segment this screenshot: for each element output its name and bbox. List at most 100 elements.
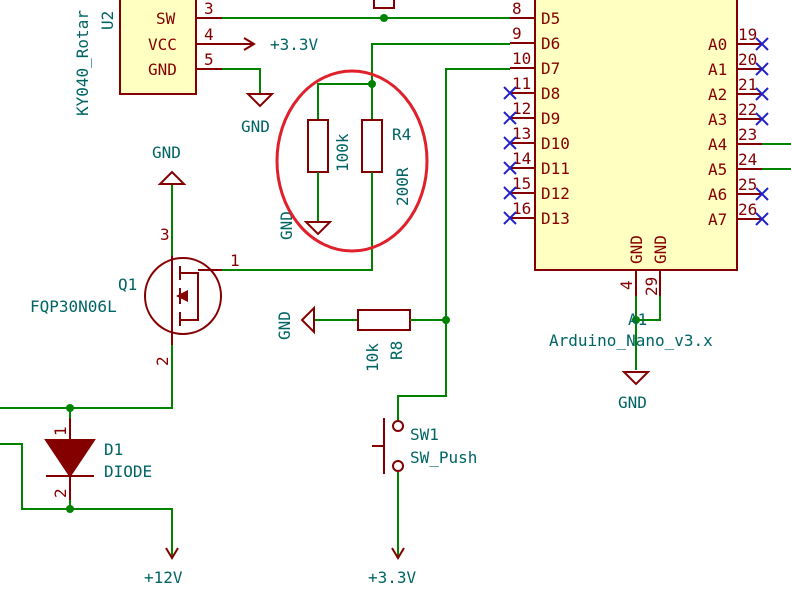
resistor-r8-value: 10k <box>363 343 382 372</box>
gnd-r8-label: GND <box>275 311 294 340</box>
no-connect-mark <box>503 111 517 125</box>
d1-ref: D1 <box>104 440 123 459</box>
u2-pin-name-gnd: GND <box>148 60 177 79</box>
q1-value: FQP30N06L <box>30 297 117 316</box>
no-connect-mark <box>503 86 517 100</box>
nano-pin-name-gnd-29: GND <box>651 235 670 264</box>
nano-body <box>534 0 738 271</box>
no-connect-mark <box>503 211 517 225</box>
nano-right-pin-num-26: 26 <box>738 200 757 219</box>
nano-left-pin-name-d8: D8 <box>541 84 560 103</box>
u2-encoder[interactable]: SW VCC GND 3 4 5 KY040_Rotar U2 <box>73 0 222 116</box>
gnd-r-label: GND <box>277 211 296 240</box>
d1-pin-2: 2 <box>51 488 70 498</box>
nano-right-pin-name-a1: A1 <box>708 60 727 79</box>
no-connect-mark <box>503 136 517 150</box>
no-connect-mark <box>503 161 517 175</box>
no-connect-mark <box>755 87 769 101</box>
nano-left-pin-num-8: 8 <box>512 0 522 18</box>
nano-right-pin-name-a5: A5 <box>708 160 727 179</box>
nano-left-pin-num-12: 12 <box>512 99 531 118</box>
nano-left-pin-num-16: 16 <box>512 199 531 218</box>
nano-right-pin-num-21: 21 <box>738 75 757 94</box>
gnd-q1-symbol: GND <box>152 143 187 185</box>
resistor-100k[interactable]: 100k <box>307 119 352 173</box>
nano-left-pin-num-9: 9 <box>512 24 522 43</box>
d1-pin-1: 1 <box>51 426 70 436</box>
nano-pin-num-29: 29 <box>642 277 661 296</box>
nano-bottom-pins: GND GND 4 29 <box>617 235 670 296</box>
nano-right-pin-num-20: 20 <box>738 50 757 69</box>
u2-pin-num-3: 3 <box>204 0 214 18</box>
resistor-r4-ref: R4 <box>392 125 411 144</box>
nano-right-pin-num-23: 23 <box>738 125 757 144</box>
q1-mosfet[interactable]: 3 1 2 Q1 FQP30N06L <box>30 225 240 366</box>
nano-ref: A1 <box>628 310 647 329</box>
gnd-u2-symbol: GND <box>222 68 275 136</box>
nano-left-pin-num-11: 11 <box>512 74 531 93</box>
nano-left-pin-name-d11: D11 <box>541 159 570 178</box>
arduino-nano[interactable] <box>534 0 738 271</box>
resistor-r4[interactable]: R4 200R <box>361 119 412 206</box>
resistor-100k-value: 100k <box>333 133 352 172</box>
no-connect-mark <box>755 62 769 76</box>
nano-right-pin-num-24: 24 <box>738 150 757 169</box>
nano-right-pin-num-25: 25 <box>738 175 757 194</box>
nano-right-pin-name-a4: A4 <box>708 135 727 154</box>
nano-left-pin-name-d12: D12 <box>541 184 570 203</box>
resistor-r8-body <box>357 309 411 331</box>
nano-pin-num-4: 4 <box>617 280 636 290</box>
nano-left-pin-num-13: 13 <box>512 124 531 143</box>
nano-right-pin-name-a6: A6 <box>708 185 727 204</box>
highlight-ellipse <box>275 69 429 253</box>
u2-pin-name-sw: SW <box>156 9 176 28</box>
nano-left-pin-name-d5: D5 <box>541 9 560 28</box>
gnd-nano-symbol: GND <box>618 371 651 412</box>
no-connect-mark <box>755 212 769 226</box>
nano-right-pin-num-19: 19 <box>738 25 757 44</box>
resistor-r4-body <box>361 119 383 173</box>
u2-ref: U2 <box>98 11 117 30</box>
no-connect-mark <box>755 187 769 201</box>
u2-value: KY040_Rotar <box>73 10 92 116</box>
u2-body <box>119 0 197 95</box>
no-connect-mark <box>755 112 769 126</box>
nano-right-pin-name-a7: A7 <box>708 210 727 229</box>
q1-ref: Q1 <box>118 275 137 294</box>
nano-right-pin-name-a0: A0 <box>708 35 727 54</box>
d1-diode[interactable]: 1 2 D1 DIODE <box>44 418 152 500</box>
gnd-nano-label: GND <box>618 393 647 412</box>
vcc-33v-top-label: +3.3V <box>270 35 319 54</box>
nano-left-pin-num-14: 14 <box>512 149 531 168</box>
u2-pin-name-vcc: VCC <box>148 35 177 54</box>
nano-right-pin-name-a2: A2 <box>708 85 727 104</box>
d1-value: DIODE <box>104 462 152 481</box>
vcc-33v-bottom-symbol: +3.3V <box>368 547 417 587</box>
sw1-push-button[interactable]: SW1 SW_Push <box>372 418 477 474</box>
u2-pin-num-4: 4 <box>204 25 214 44</box>
resistor-100k-body <box>307 119 329 173</box>
resistor-r8[interactable]: 10k R8 <box>357 309 411 372</box>
q1-pin-3: 3 <box>160 225 170 244</box>
no-connect-mark <box>503 186 517 200</box>
nano-left-pin-num-15: 15 <box>512 174 531 193</box>
gnd-u2-label: GND <box>241 117 270 136</box>
resistor-r4-value: 200R <box>393 167 412 206</box>
nano-value: Arduino_Nano_v3.x <box>549 331 713 350</box>
nano-left-pin-name-d6: D6 <box>541 34 560 53</box>
v12-label: +12V <box>144 568 183 587</box>
no-connect-mark <box>755 37 769 51</box>
v12-symbol: +12V <box>144 547 183 587</box>
partial-resistor-top <box>373 0 395 9</box>
gnd-r8-symbol: GND <box>275 305 315 340</box>
sw1-value: SW_Push <box>410 448 477 467</box>
nano-right-pin-name-a3: A3 <box>708 110 727 129</box>
vcc-33v-bottom-label: +3.3V <box>368 568 417 587</box>
q1-body <box>144 257 222 335</box>
nano-left-pin-name-d13: D13 <box>541 209 570 228</box>
nano-left-pin-name-d10: D10 <box>541 134 570 153</box>
q1-pin-1: 1 <box>230 251 240 270</box>
gnd-q1-label: GND <box>152 143 181 162</box>
